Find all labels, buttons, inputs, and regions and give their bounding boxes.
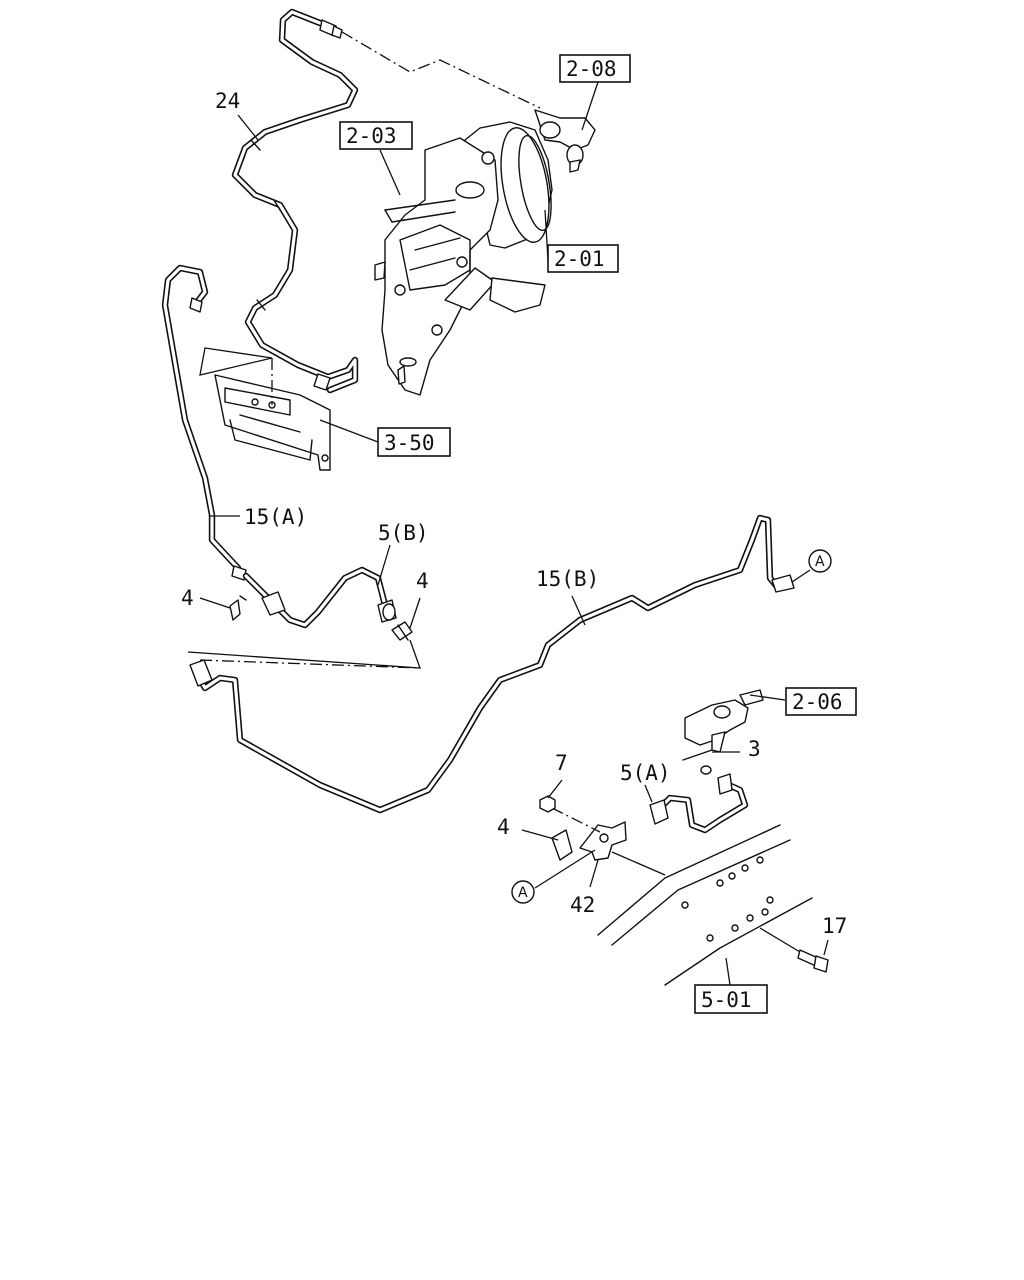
part-label-3: 3 (748, 737, 761, 761)
pipe-5a (649, 773, 749, 834)
dashdot-24-to-208 (341, 31, 541, 109)
part-label-5a: 5(A) (620, 761, 671, 785)
part-label-15a: 15(A) (244, 505, 307, 529)
clutch-master-cylinder (374, 121, 553, 396)
part-label-5b: 5(B) (378, 521, 429, 545)
nut-7 (539, 795, 556, 813)
svg-text:2-06: 2-06 (792, 690, 843, 714)
svg-text:2-08: 2-08 (566, 57, 617, 81)
clip-4-lower (551, 829, 573, 861)
svg-text:3-50: 3-50 (384, 431, 435, 455)
ref-box-3-50[interactable]: 3-50 (377, 427, 451, 457)
part-label-42: 42 (570, 893, 595, 917)
reservoir-fitting (534, 109, 596, 173)
pipe-5b (242, 566, 397, 629)
washer-3 (700, 765, 712, 775)
svg-text:2-01: 2-01 (554, 247, 605, 271)
ref-box-2-06[interactable]: 2-06 (785, 687, 857, 716)
bracket-3-50 (199, 347, 331, 471)
part-label-4-low: 4 (497, 815, 510, 839)
ref-box-2-08[interactable]: 2-08 (559, 54, 631, 83)
part-label-4-left: 4 (181, 586, 194, 610)
connector-a-right: A (808, 549, 832, 573)
ref-box-2-03[interactable]: 2-03 (339, 121, 413, 150)
leader-lines (199, 81, 829, 986)
pipe-24 (231, 8, 359, 394)
clip-4-mid (391, 621, 413, 641)
svg-text:A: A (518, 885, 528, 901)
part-label-7: 7 (555, 751, 568, 775)
pipe-15b (189, 514, 795, 814)
part-label-4-mid: 4 (416, 569, 429, 593)
slave-cylinder (682, 689, 764, 761)
connector-a-lower: A (511, 880, 535, 904)
part-label-17: 17 (822, 914, 847, 938)
part-label-24: 24 (215, 89, 240, 113)
svg-text:A: A (815, 554, 825, 570)
ref-box-5-01[interactable]: 5-01 (694, 984, 768, 1014)
ref-box-2-01[interactable]: 2-01 (547, 244, 619, 273)
bracket-42 (551, 807, 627, 861)
clip-4-left (229, 595, 247, 621)
frame-rail (597, 824, 813, 986)
bolt-17 (759, 927, 829, 973)
svg-text:5-01: 5-01 (701, 988, 752, 1012)
pipe-15a (161, 264, 247, 581)
part-label-15b: 15(B) (536, 567, 599, 591)
svg-text:2-03: 2-03 (346, 124, 397, 148)
